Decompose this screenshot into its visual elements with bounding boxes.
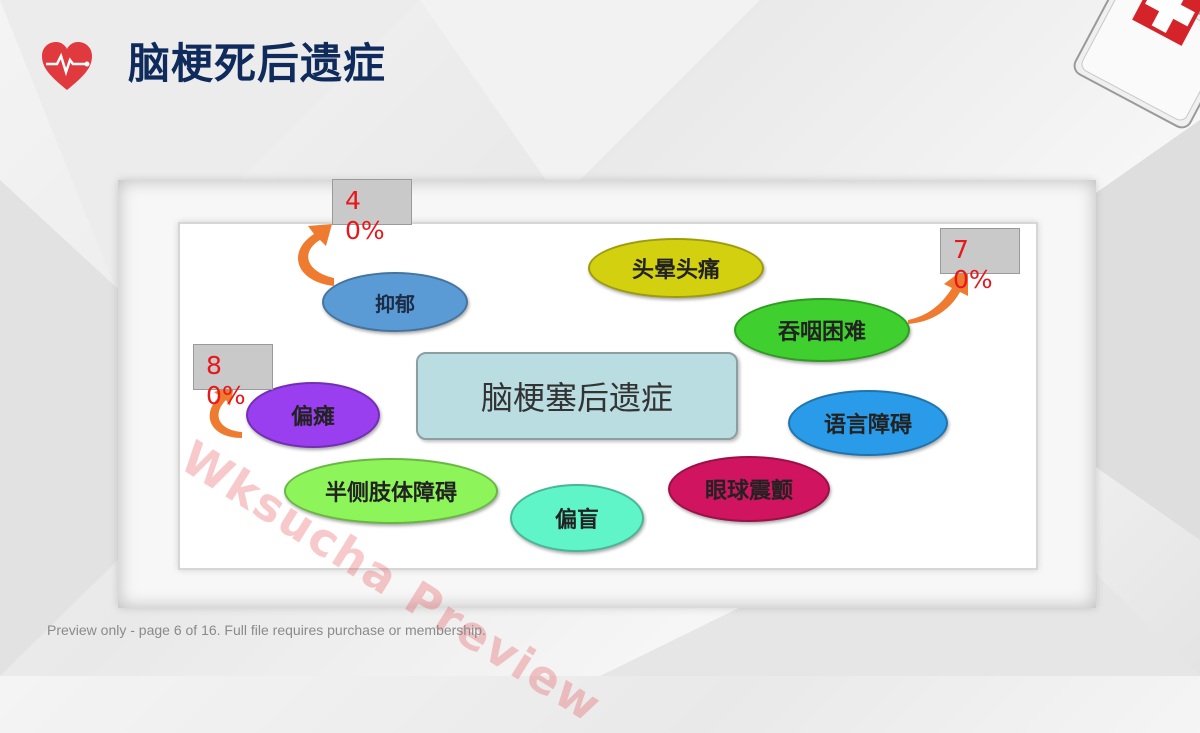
node-label: 偏瘫 xyxy=(290,404,335,430)
footer-note: Preview only - page 6 of 16. Full file r… xyxy=(47,622,486,638)
node-dysphagia: 吞咽困难 xyxy=(734,298,910,362)
node-hemianopia: 偏盲 xyxy=(510,484,644,552)
node-label: 头晕头痛 xyxy=(631,257,720,283)
node-hemi-limb-disorder: 半侧肢体障碍 xyxy=(284,458,498,524)
diagram-center-node: 脑梗塞后遗症 xyxy=(416,352,738,440)
node-label: 吞咽困难 xyxy=(777,319,866,345)
percent-label-hemiplegia: 80% xyxy=(193,344,273,410)
arrow-dysphagia-icon xyxy=(908,266,968,324)
page-title: 脑梗死后遗症 xyxy=(128,39,387,88)
percent-label-depression: 40% xyxy=(332,179,412,245)
arrow-depression-icon xyxy=(297,224,334,286)
node-label: 偏盲 xyxy=(554,507,599,533)
node-hemiplegia: 偏瘫 xyxy=(246,382,380,448)
node-language-disorder: 语言障碍 xyxy=(788,390,948,456)
node-nystagmus: 眼球震颤 xyxy=(668,456,830,522)
node-label: 眼球震颤 xyxy=(704,478,793,504)
heartbeat-icon xyxy=(42,42,92,90)
percent-label-dysphagia: 70% xyxy=(940,228,1020,294)
node-dizziness-headache: 头晕头痛 xyxy=(588,238,764,298)
node-label: 抑郁 xyxy=(375,291,415,316)
arrow-hemiplegia-icon xyxy=(209,386,242,438)
first-aid-kit-icon xyxy=(1073,0,1200,129)
node-label: 半侧肢体障碍 xyxy=(324,480,457,506)
node-label: 语言障碍 xyxy=(823,412,912,438)
node-depression: 抑郁 xyxy=(322,272,468,332)
